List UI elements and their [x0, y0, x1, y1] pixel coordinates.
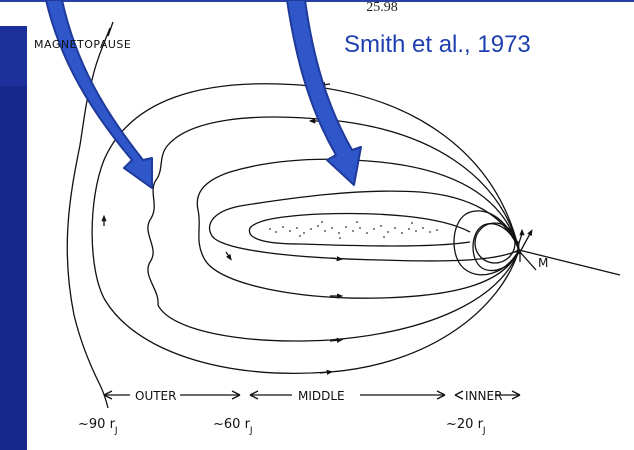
callout-arrow-left: [46, 0, 152, 188]
distance-outer-value: ~90 r: [78, 417, 115, 432]
field-arrow: [226, 252, 230, 258]
sunward-line: [519, 250, 620, 275]
distance-outer-label: ~90 rJ: [78, 417, 118, 432]
magnetopause-tick: [108, 22, 113, 36]
field-line-outer: [92, 84, 519, 374]
region-middle-label: MIDDLE: [298, 389, 345, 403]
citation-text: Smith et al., 1973: [344, 30, 589, 60]
field-line-third: [197, 159, 519, 298]
region-tick-inner-left: [455, 391, 463, 399]
rotation-axis-label: J: [516, 239, 520, 253]
distance-unit-subscript: J: [115, 426, 118, 436]
distance-middle-value: ~60 r: [213, 417, 250, 432]
distance-inner-label: ~20 rJ: [446, 417, 486, 432]
distance-unit-subscript: J: [483, 426, 486, 436]
plasma-sheet-dots: [269, 221, 438, 239]
region-inner-label: INNER: [465, 389, 502, 403]
magnetic-axis-label: M: [538, 256, 548, 270]
magnetopause-label: MAGNETOPAUSE: [34, 38, 131, 51]
distance-middle-label: ~60 rJ: [213, 417, 253, 432]
region-outer-label: OUTER: [135, 389, 176, 403]
distance-inner-value: ~20 r: [446, 417, 483, 432]
distance-unit-subscript: J: [250, 426, 253, 436]
